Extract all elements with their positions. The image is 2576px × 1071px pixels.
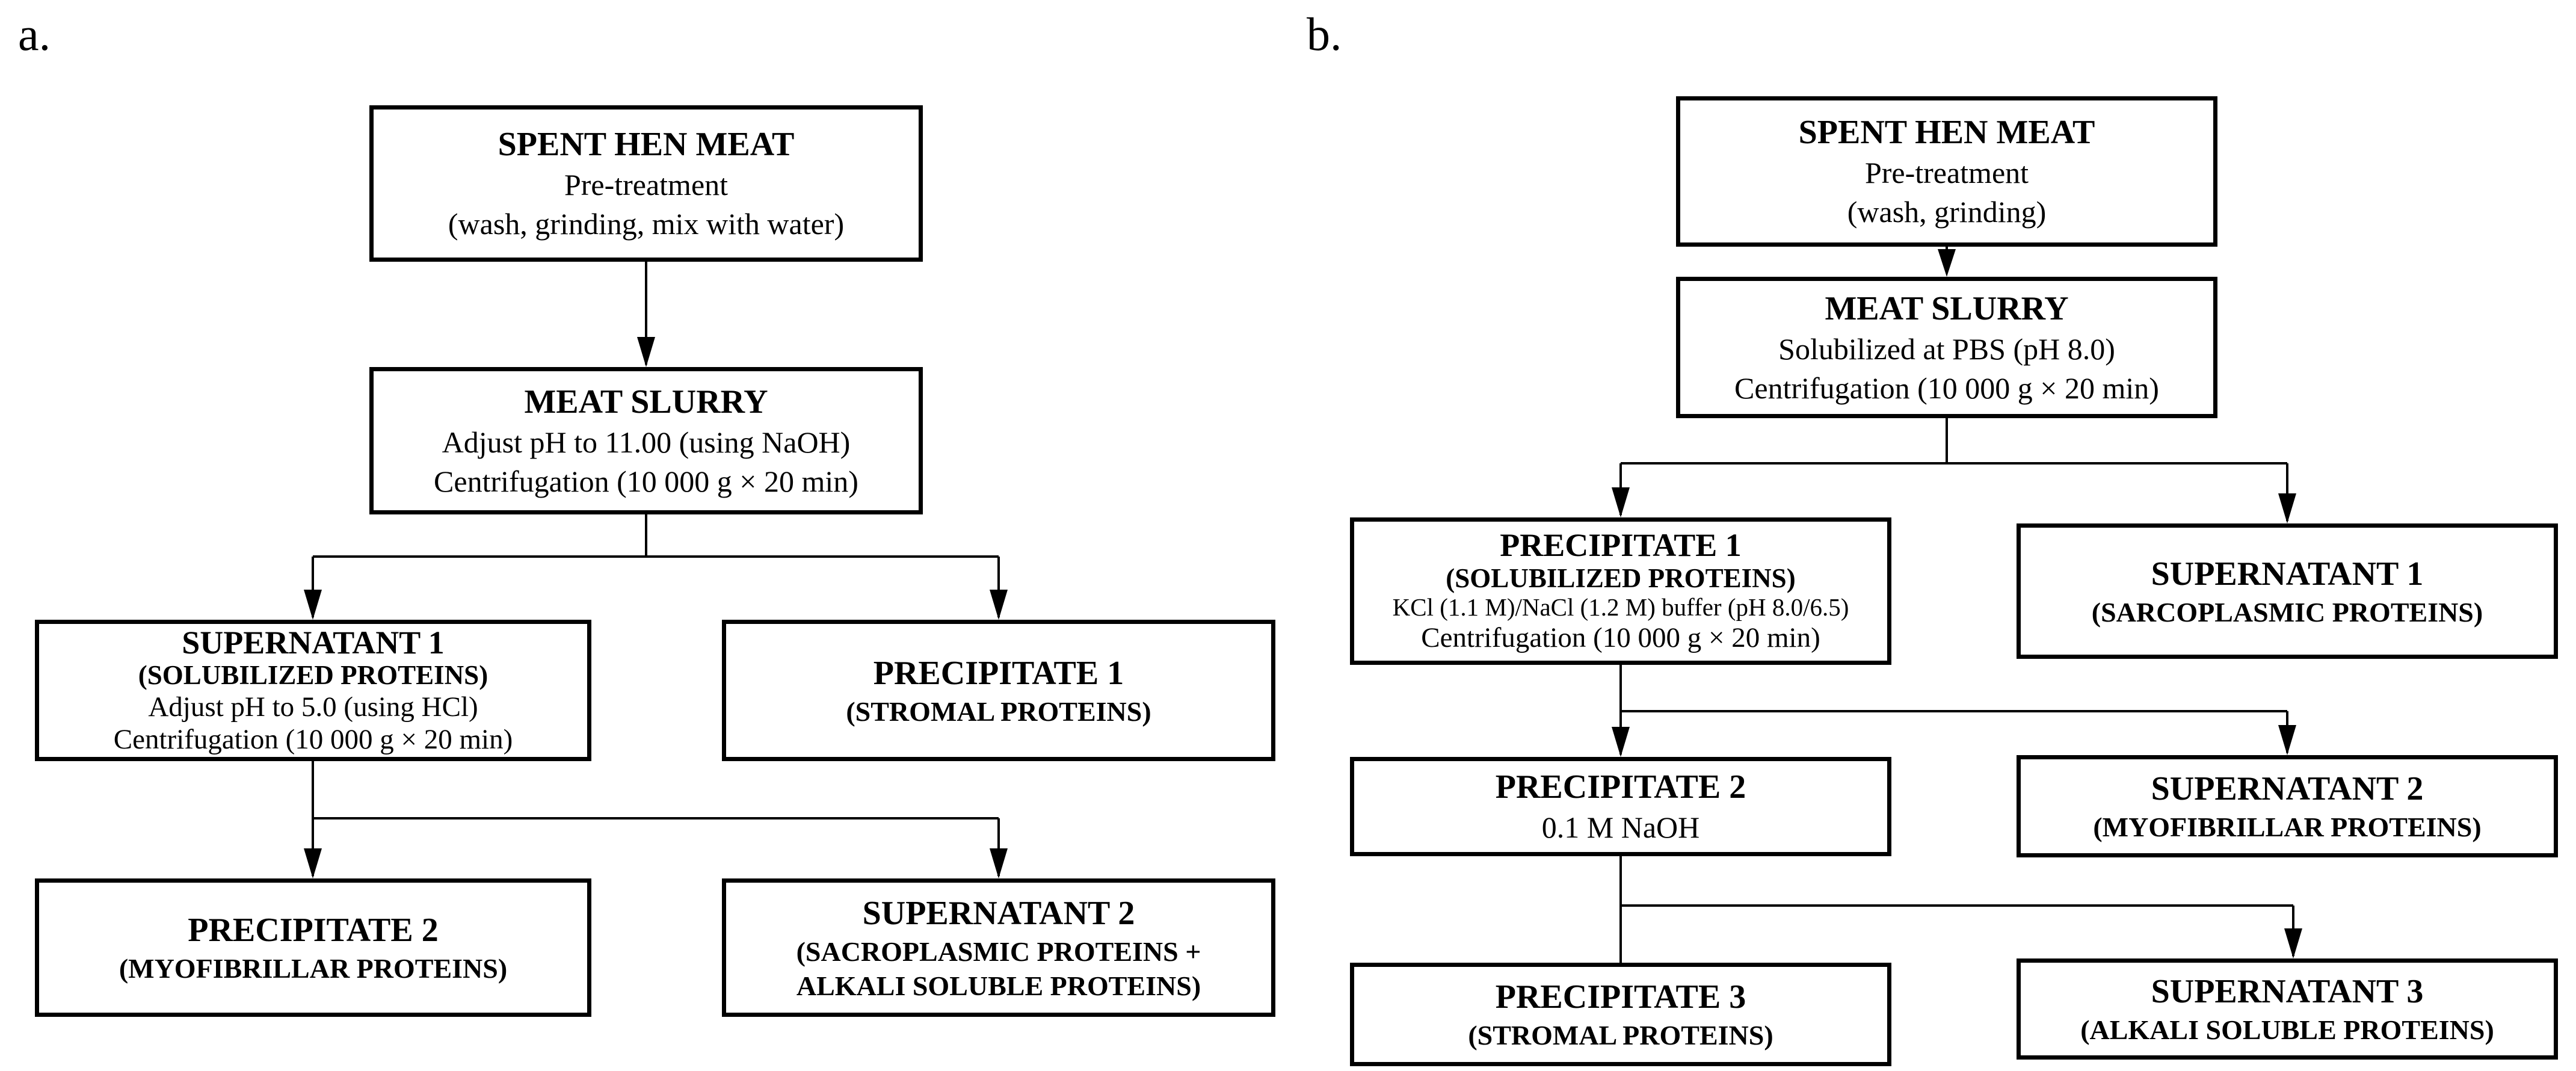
box-subtitle: (SACROPLASMIC PROTEINS + bbox=[796, 936, 1201, 967]
box-title: SUPERNATANT 2 bbox=[2151, 770, 2424, 808]
box-subtitle: (SOLUBILIZED PROTEINS) bbox=[138, 660, 488, 691]
box-title: MEAT SLURRY bbox=[1825, 289, 2069, 327]
arrowhead-b5-b8 bbox=[2284, 928, 2302, 958]
box-title: SUPERNATANT 3 bbox=[2151, 973, 2424, 1011]
box-supernatant-3-b: SUPERNATANT 3 (ALKALI SOLUBLE PROTEINS) bbox=[2017, 958, 2558, 1060]
box-line: (wash, grinding, mix with water) bbox=[448, 207, 845, 241]
box-subtitle: ALKALI SOLUBLE PROTEINS) bbox=[796, 971, 1201, 1001]
box-subtitle: (ALKALI SOLUBLE PROTEINS) bbox=[2080, 1014, 2494, 1046]
arrowhead-a3-a5 bbox=[304, 848, 322, 878]
box-line: Adjust pH to 11.00 (using NaOH) bbox=[442, 425, 851, 459]
arrowhead-b2-b3 bbox=[1612, 487, 1630, 517]
box-line: Solubilized at PBS (pH 8.0) bbox=[1778, 332, 2115, 366]
box-line: Adjust pH to 5.0 (using HCl) bbox=[148, 691, 478, 723]
arrowhead-b3-b6 bbox=[2278, 725, 2296, 755]
box-meat-slurry-b: MEAT SLURRY Solubilized at PBS (pH 8.0) … bbox=[1676, 277, 2217, 418]
box-line: Pre-treatment bbox=[564, 168, 729, 202]
box-precipitate-1-a: PRECIPITATE 1 (STROMAL PROTEINS) bbox=[722, 620, 1275, 761]
box-title: SPENT HEN MEAT bbox=[498, 126, 795, 163]
box-subtitle: (MYOFIBRILLAR PROTEINS) bbox=[2093, 812, 2482, 843]
box-title: PRECIPITATE 2 bbox=[1495, 768, 1746, 806]
box-title: SUPERNATANT 1 bbox=[2151, 555, 2424, 593]
box-title: PRECIPITATE 3 bbox=[1495, 978, 1746, 1016]
box-subtitle: (STROMAL PROTEINS) bbox=[1468, 1020, 1773, 1051]
box-line: Pre-treatment bbox=[1864, 156, 2029, 190]
box-title: SUPERNATANT 1 bbox=[182, 625, 445, 661]
arrowhead-a3-a6 bbox=[990, 848, 1008, 878]
box-title: PRECIPITATE 2 bbox=[188, 912, 439, 949]
box-title: PRECIPITATE 1 bbox=[873, 654, 1124, 692]
box-supernatant-2-b: SUPERNATANT 2 (MYOFIBRILLAR PROTEINS) bbox=[2017, 755, 2558, 857]
panel-b-label: b. bbox=[1307, 8, 1342, 60]
panel-a-label: a. bbox=[18, 8, 51, 60]
arrowhead-a1-a2 bbox=[637, 337, 655, 367]
arrowhead-a2-a3 bbox=[304, 590, 322, 620]
box-spent-hen-meat-a: SPENT HEN MEAT Pre-treatment (wash, grin… bbox=[369, 105, 923, 262]
box-precipitate-1-b: PRECIPITATE 1 (SOLUBILIZED PROTEINS) KCl… bbox=[1350, 517, 1891, 665]
box-title: PRECIPITATE 1 bbox=[1500, 527, 1742, 564]
box-meat-slurry-a: MEAT SLURRY Adjust pH to 11.00 (using Na… bbox=[369, 367, 923, 514]
arrowhead-b3-b5 bbox=[1612, 727, 1630, 757]
box-line: 0.1 M NaOH bbox=[1541, 810, 1700, 844]
box-precipitate-2-b: PRECIPITATE 2 0.1 M NaOH bbox=[1350, 757, 1891, 856]
box-subtitle: (STROMAL PROTEINS) bbox=[846, 696, 1151, 727]
box-title: SPENT HEN MEAT bbox=[1798, 114, 2095, 151]
box-line: KCl (1.1 M)/NaCl (1.2 M) buffer (pH 8.0/… bbox=[1392, 593, 1849, 622]
box-supernatant-2-a: SUPERNATANT 2 (SACROPLASMIC PROTEINS + A… bbox=[722, 878, 1275, 1017]
box-line: Centrifugation (10 000 g × 20 min) bbox=[434, 464, 858, 498]
box-subtitle: (SARCOPLASMIC PROTEINS) bbox=[2091, 596, 2483, 628]
box-line: Centrifugation (10 000 g × 20 min) bbox=[1734, 371, 2159, 405]
box-line: Centrifugation (10 000 g × 20 min) bbox=[1421, 622, 1820, 654]
box-precipitate-2-a: PRECIPITATE 2 (MYOFIBRILLAR PROTEINS) bbox=[35, 878, 591, 1017]
arrowhead-b2-b4 bbox=[2278, 493, 2296, 523]
box-title: SUPERNATANT 2 bbox=[862, 894, 1135, 932]
box-title: MEAT SLURRY bbox=[524, 383, 768, 421]
box-subtitle: (SOLUBILIZED PROTEINS) bbox=[1446, 563, 1796, 593]
arrowhead-a2-a4 bbox=[990, 590, 1008, 620]
arrowhead-b1-b2 bbox=[1938, 249, 1956, 277]
box-spent-hen-meat-b: SPENT HEN MEAT Pre-treatment (wash, grin… bbox=[1676, 96, 2217, 247]
box-supernatant-1-a: SUPERNATANT 1 (SOLUBILIZED PROTEINS) Adj… bbox=[35, 620, 591, 761]
box-supernatant-1-b: SUPERNATANT 1 (SARCOPLASMIC PROTEINS) bbox=[2017, 523, 2558, 659]
box-subtitle: (MYOFIBRILLAR PROTEINS) bbox=[119, 953, 508, 984]
box-precipitate-3-b: PRECIPITATE 3 (STROMAL PROTEINS) bbox=[1350, 963, 1891, 1066]
box-line: Centrifugation (10 000 g × 20 min) bbox=[113, 723, 513, 755]
box-line: (wash, grinding) bbox=[1847, 195, 2047, 229]
